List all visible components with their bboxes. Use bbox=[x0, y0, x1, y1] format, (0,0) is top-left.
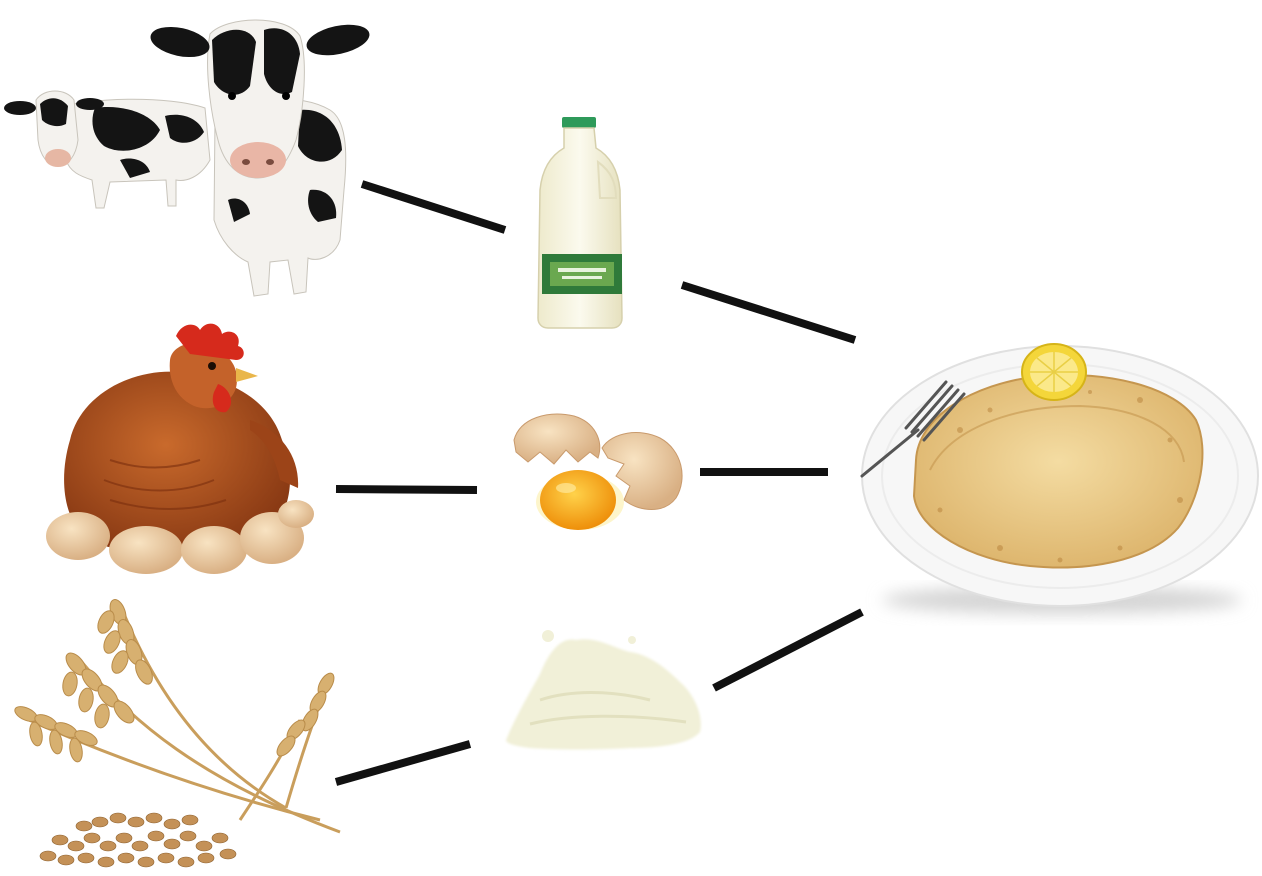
back-cow bbox=[4, 91, 210, 208]
milk-bottle-icon bbox=[538, 117, 622, 328]
cow-icon bbox=[4, 20, 372, 296]
wheat-grains bbox=[40, 813, 236, 867]
connector-milk-pancake bbox=[682, 285, 855, 340]
flour-pile-icon bbox=[506, 630, 701, 750]
connector-flour-pancake bbox=[714, 612, 862, 688]
wheat-icon bbox=[13, 597, 340, 867]
hen-icon bbox=[46, 324, 314, 574]
pancake-plate-icon bbox=[862, 344, 1258, 614]
cracked-egg-icon bbox=[514, 414, 682, 530]
connector-wheat-flour bbox=[336, 744, 470, 782]
connector-cows-milk bbox=[362, 184, 505, 230]
connector-hen-egg bbox=[336, 489, 477, 490]
